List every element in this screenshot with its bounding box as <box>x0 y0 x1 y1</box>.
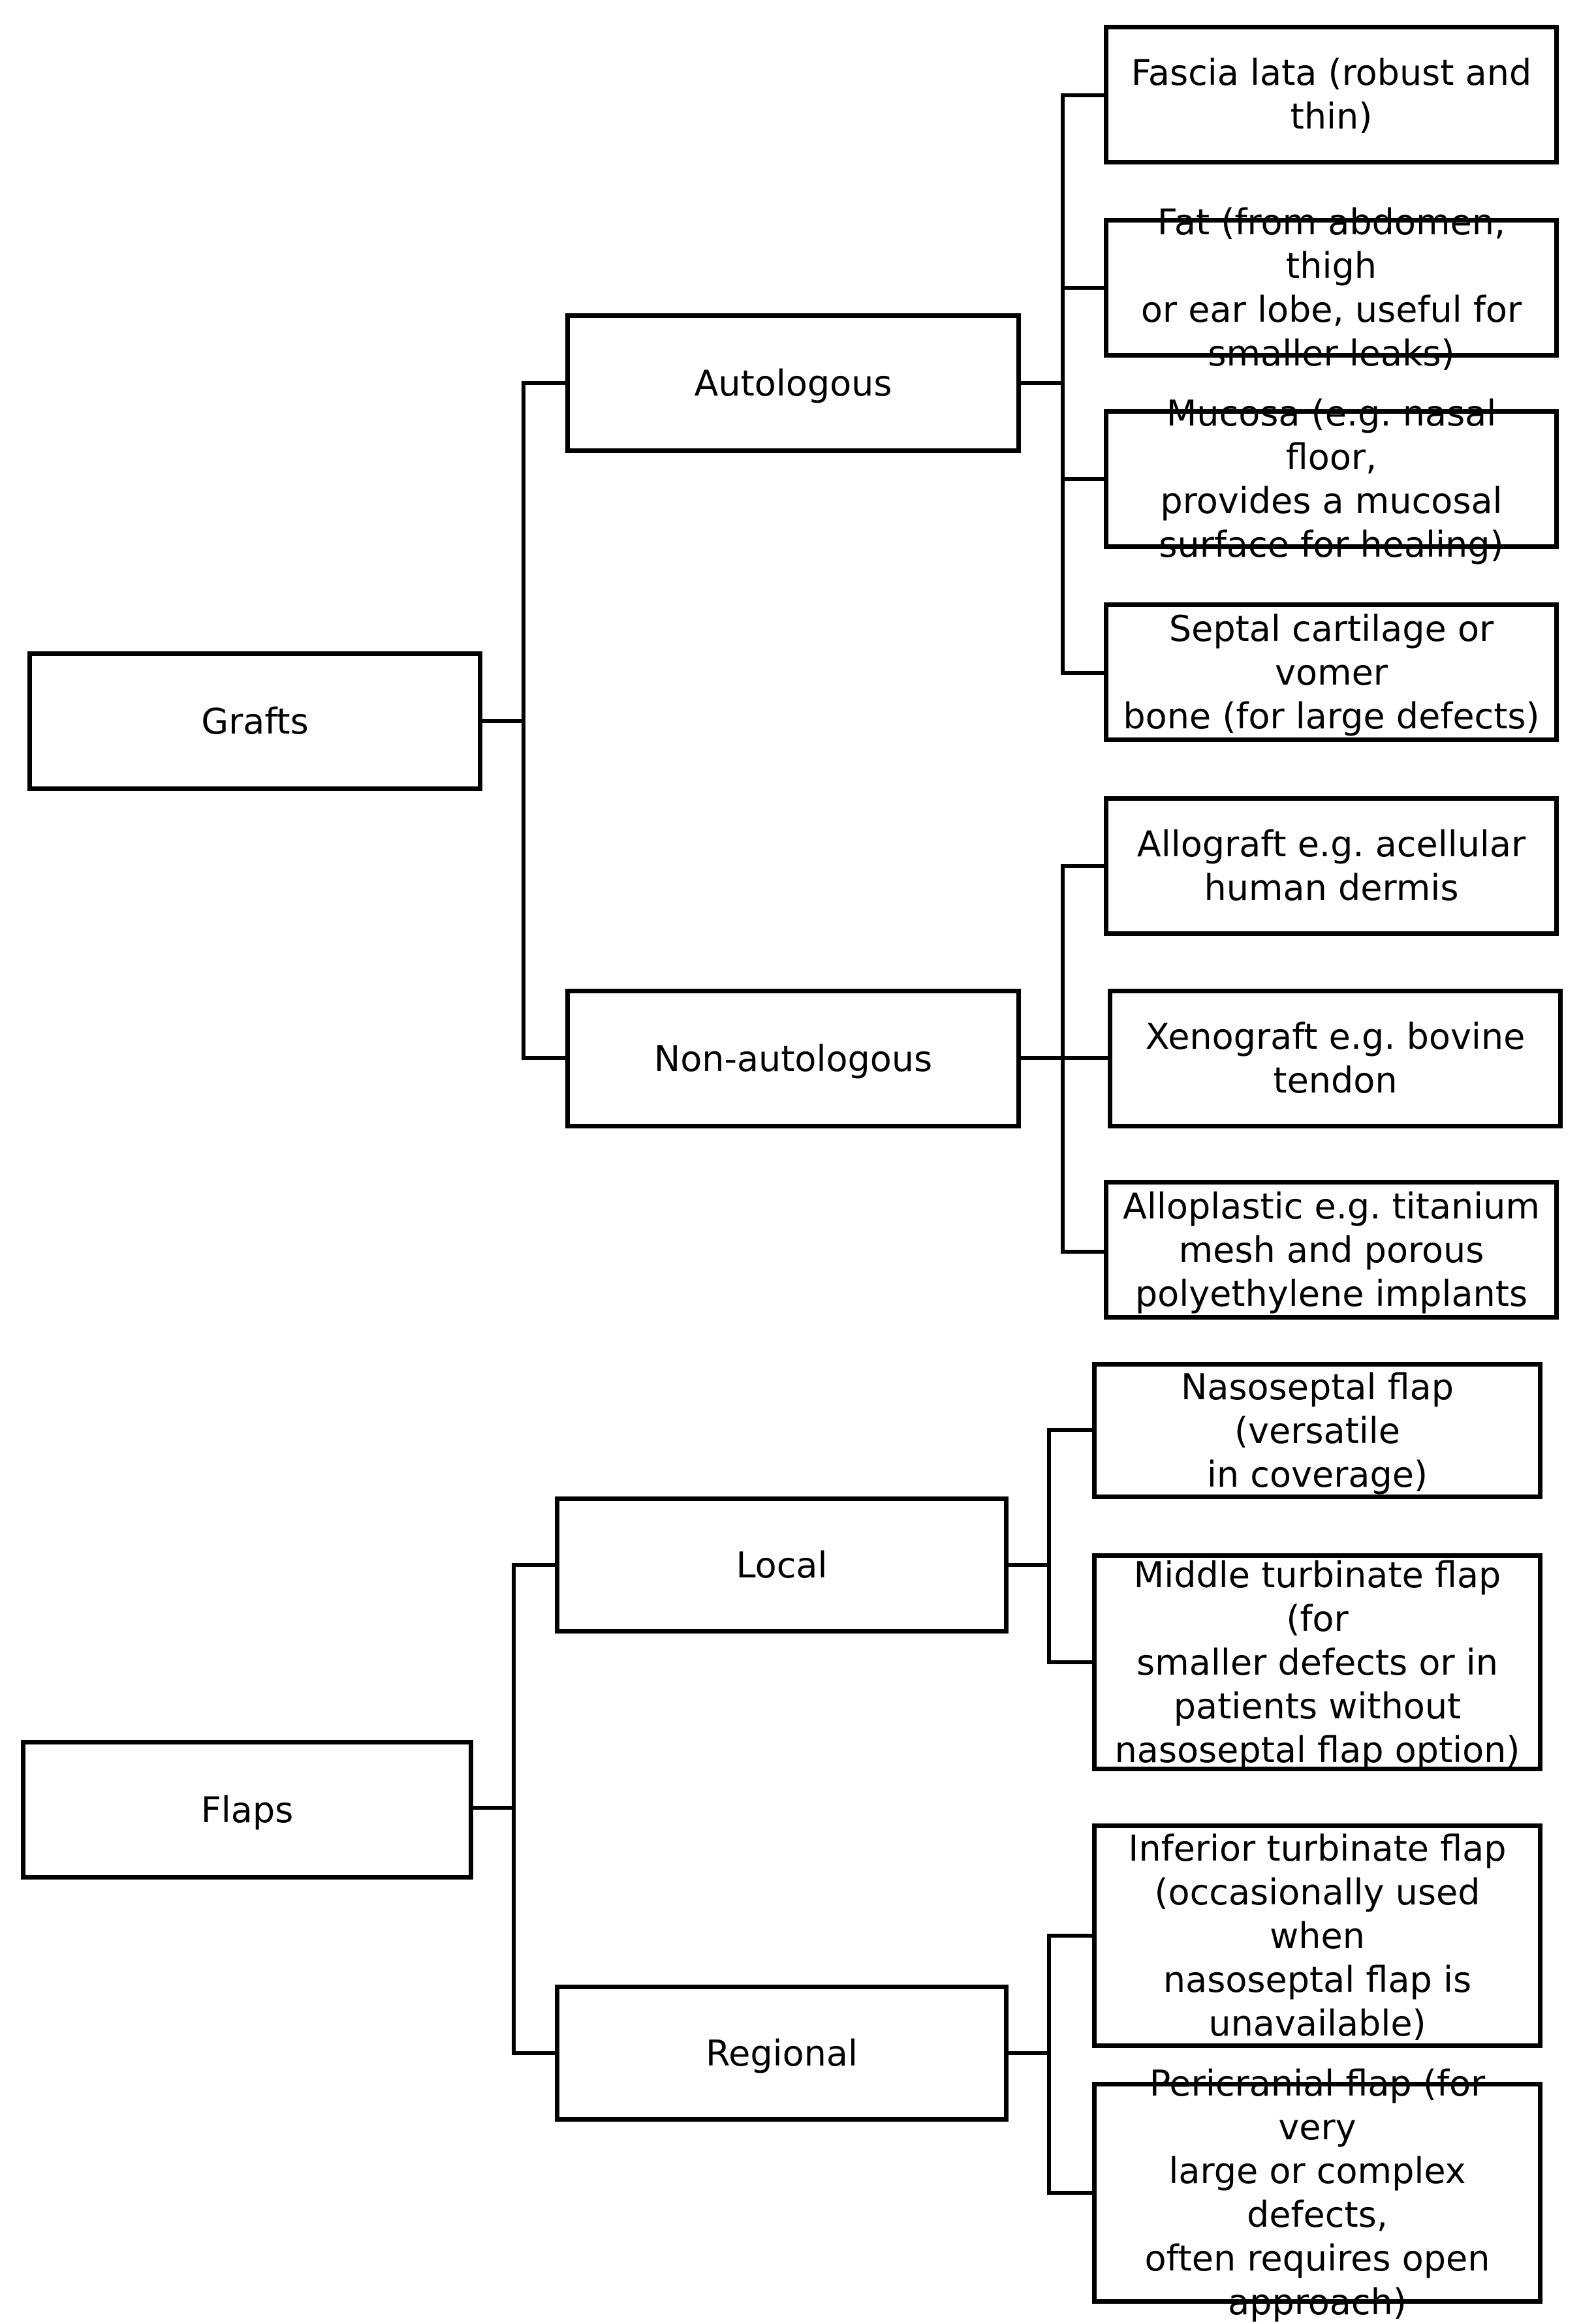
local-node: Local <box>555 1496 1009 1634</box>
nasoseptal-flap-item: Nasoseptal flap (versatile in coverage) <box>1092 1362 1542 1499</box>
allograft-item: Allograft e.g. acellular human dermis <box>1104 796 1559 936</box>
alloplastic-item: Alloplastic e.g. titanium mesh and porou… <box>1104 1180 1559 1320</box>
flaps-node: Flaps <box>21 1740 473 1880</box>
fascia-lata-item: Fascia lata (robust and thin) <box>1104 25 1559 164</box>
non-autologous-node: Non-autologous <box>565 989 1021 1128</box>
grafts-node: Grafts <box>27 651 482 791</box>
connector-regional <box>1005 1934 1096 2195</box>
connector-grafts <box>478 381 569 1060</box>
middle-turbinate-flap-item: Middle turbinate flap (for smaller defec… <box>1092 1553 1542 1771</box>
pericranial-flap-item: Pericranial flap (for very large or comp… <box>1092 2063 1542 2323</box>
septal-cartilage-item: Septal cartilage or vomer bone (for larg… <box>1104 602 1559 742</box>
xenograft-item: Xenograft e.g. bovine tendon <box>1108 989 1563 1128</box>
autologous-node: Autologous <box>565 313 1021 453</box>
connector-flaps <box>469 1563 559 2055</box>
mucosa-item: Mucosa (e.g. nasal floor, provides a muc… <box>1104 393 1559 565</box>
inferior-turbinate-flap-item: Inferior turbinate flap (occasionally us… <box>1092 1823 1542 2048</box>
fat-item: Fat (from abdomen, thigh or ear lobe, us… <box>1104 202 1559 374</box>
regional-node: Regional <box>555 1985 1009 2122</box>
connector-non-autologous <box>1017 864 1112 1254</box>
connector-local <box>1005 1428 1096 1664</box>
connector-autologous <box>1017 93 1108 675</box>
